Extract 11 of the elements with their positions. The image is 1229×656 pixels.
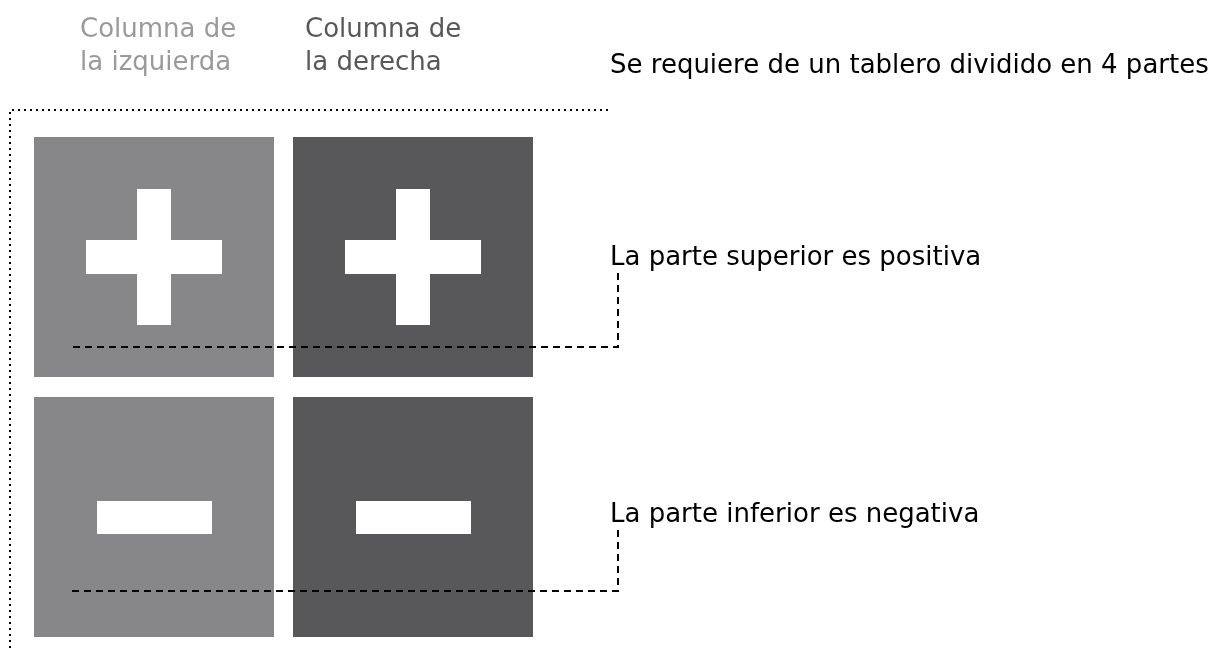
board-square (34, 137, 274, 377)
board-square (293, 397, 533, 637)
annotation-text: La parte superior es positiva (610, 240, 1030, 273)
annotation-text: Se requiere de un tablero dividido en 4 partes (610, 48, 1228, 81)
annotation-text: La parte inferior es negativa (610, 497, 1030, 530)
column-heading: Columna de la derecha (305, 12, 463, 78)
board-square (34, 397, 274, 637)
board-square (293, 137, 533, 377)
leader-line (69, 529, 619, 592)
leader-line (9, 109, 609, 651)
column-heading: Columna de la izquierda (80, 12, 238, 78)
